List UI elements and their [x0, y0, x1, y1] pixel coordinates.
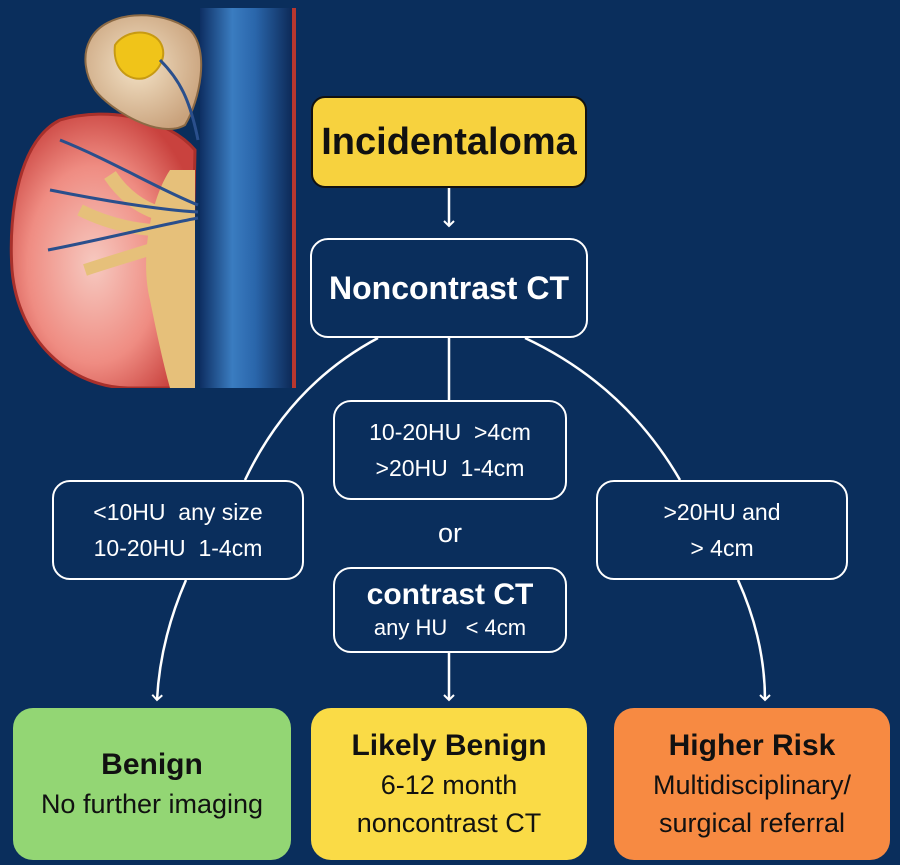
criteria-line: <10HU any size — [93, 499, 263, 525]
criteria-line: > 4cm — [690, 535, 754, 561]
likely-benign-detail-1: 6-12 month — [380, 770, 518, 800]
or-label: or — [437, 518, 462, 548]
contrast-ct-box: contrast CT any HU < 4cm — [333, 567, 567, 653]
higher-risk-title: Higher Risk — [668, 729, 836, 762]
low-attenuation-criteria-box: <10HU any size 10-20HU 1-4cm — [52, 480, 304, 580]
criteria-line: >20HU and — [663, 499, 781, 525]
benign-detail: No further imaging — [40, 789, 264, 819]
line-ct-to-right — [524, 336, 682, 481]
higher-risk-detail-1: Multidisciplinary/ — [652, 770, 852, 800]
incidentaloma-label: Incidentaloma — [321, 120, 577, 163]
arrow-left-to-benign — [151, 579, 188, 702]
noncontrast-ct-label: Noncontrast CT — [329, 269, 569, 306]
benign-outcome-box: Benign No further imaging — [13, 708, 291, 860]
arrow-right-to-higher — [736, 579, 771, 702]
higher-risk-outcome-box: Higher Risk Multidisciplinary/ surgical … — [614, 708, 890, 860]
indeterminate-criteria-box: 10-20HU >4cm >20HU 1-4cm — [333, 400, 567, 500]
kidney-adrenal-illustration — [9, 8, 296, 388]
likely-benign-detail-2: noncontrast CT — [356, 808, 542, 838]
noncontrast-ct-box: Noncontrast CT — [310, 238, 588, 338]
likely-benign-outcome-box: Likely Benign 6-12 month noncontrast CT — [311, 708, 587, 860]
higher-risk-detail-2: surgical referral — [658, 808, 846, 838]
contrast-ct-subtitle: any HU < 4cm — [373, 615, 527, 640]
criteria-line: >20HU 1-4cm — [375, 455, 525, 481]
benign-title: Benign — [101, 748, 203, 781]
line-ct-to-left — [243, 336, 379, 481]
incidentaloma-box: Incidentaloma — [311, 96, 587, 188]
contrast-ct-title: contrast CT — [366, 578, 534, 611]
likely-benign-title: Likely Benign — [351, 729, 547, 762]
criteria-line: 10-20HU 1-4cm — [93, 535, 263, 561]
criteria-line: 10-20HU >4cm — [369, 419, 531, 445]
high-attenuation-criteria-box: >20HU and > 4cm — [596, 480, 848, 580]
